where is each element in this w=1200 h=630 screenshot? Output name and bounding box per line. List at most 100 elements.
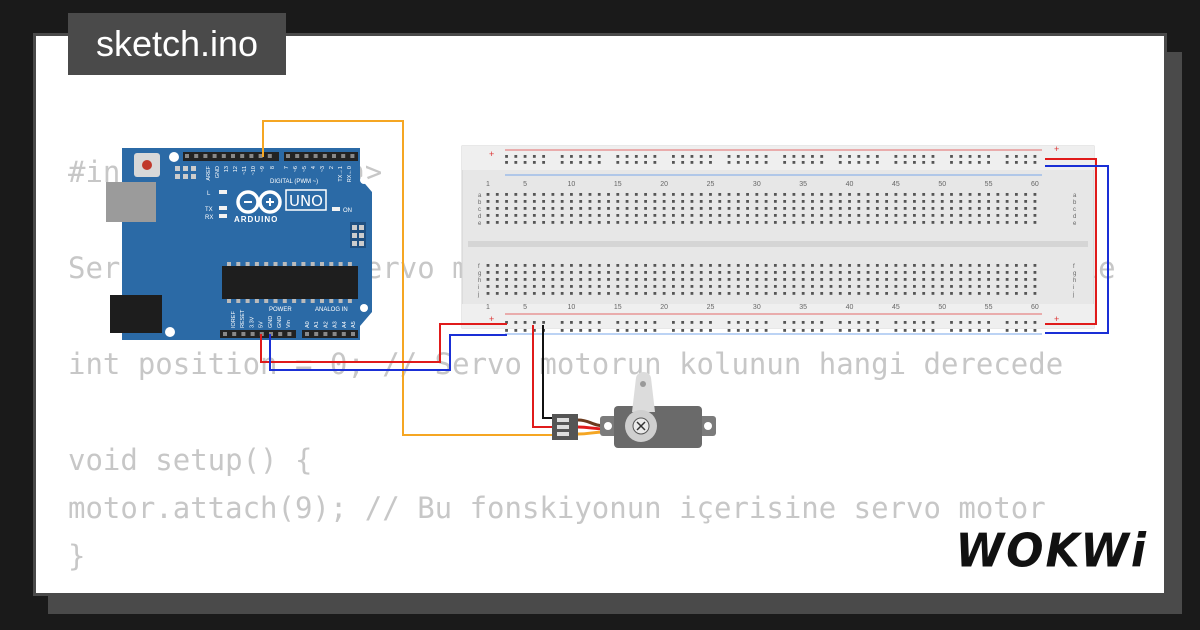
digital-pin-label: AREF [206, 165, 212, 180]
column-number: 25 [707, 181, 715, 188]
row-letter: f [478, 264, 480, 270]
code-line: int position = 0; // Servo motorun kolun… [68, 347, 1064, 381]
row-letter: b [478, 200, 482, 206]
arduino-brand-label: ARDUINO [234, 215, 278, 224]
digital-pin-label: 13 [224, 166, 230, 172]
rail-power-jumper[interactable] [1045, 158, 1097, 325]
row-letter: d [478, 214, 481, 220]
digital-pin-label: ~11 [242, 166, 248, 175]
row-letter: f [1073, 264, 1075, 270]
column-number: 45 [892, 181, 900, 188]
servo-horn[interactable] [632, 372, 655, 412]
power-pin-label: RESET [240, 309, 246, 328]
column-number: 5 [523, 181, 527, 188]
column-number: 1 [486, 181, 490, 188]
row-letter: i [478, 285, 479, 291]
led-l-label: L [207, 191, 211, 197]
atmega-chip [222, 266, 358, 299]
signal-wire[interactable] [262, 120, 552, 436]
wires [260, 120, 1109, 436]
code-line: } [68, 539, 86, 573]
digital-pin-label: ~3 [320, 166, 326, 172]
digital-pin-label: ~6 [293, 166, 299, 172]
digital-pin-label: ~10 [251, 166, 257, 175]
column-number: 55 [985, 181, 993, 188]
power-header-label: POWER [269, 307, 292, 313]
power-wire-5v[interactable] [260, 323, 507, 363]
icsp-header [175, 166, 196, 179]
led-rx-label: RX [205, 215, 213, 221]
digital-pin-label: RX←0 [347, 166, 353, 182]
analog-pin-label: A2 [323, 321, 329, 328]
analog-pin-label: A4 [342, 321, 348, 328]
row-letter: a [478, 193, 482, 199]
column-number: 20 [660, 181, 668, 188]
power-jack [110, 295, 162, 333]
column-number: 50 [938, 181, 946, 188]
column-number: 60 [1031, 304, 1039, 311]
column-number: 15 [614, 304, 622, 311]
row-letter: g [1073, 271, 1076, 277]
power-pin-label: GND [268, 316, 274, 328]
wokwi-logo: WOKWi [955, 524, 1148, 579]
code-line: motor.attach(9); // Bu fonskiyonun içeri… [68, 491, 1046, 525]
servo-ground-wire[interactable] [542, 325, 552, 419]
breadboard-holes [486, 155, 1037, 332]
digital-pin-label: TX→1 [338, 166, 344, 182]
column-number: 60 [1031, 181, 1039, 188]
digital-pin-label: 4 [311, 166, 317, 169]
digital-pin-label: 7 [284, 166, 290, 169]
icsp-header-right [352, 225, 364, 246]
code-line: void setup() { [68, 443, 313, 477]
analog-pin-label: A3 [333, 321, 339, 328]
rail-plus-label-bottom: + [489, 314, 494, 324]
rail-plus-label: + [489, 149, 494, 159]
led-tx-label: TX [205, 207, 213, 213]
uno-model-label: UNO [289, 192, 323, 210]
column-number: 10 [568, 304, 576, 311]
file-title-tab[interactable]: sketch.ino [68, 13, 286, 75]
servo-power-wire[interactable] [532, 325, 552, 428]
digital-pin-label: ~5 [302, 166, 308, 172]
analog-header-label: ANALOG IN [315, 307, 348, 313]
on-led-label: ON [343, 208, 352, 214]
rail-plus-label-right: + [1054, 144, 1059, 154]
column-number: 5 [523, 304, 527, 311]
digital-pin-label: ~9 [260, 166, 266, 172]
column-number: 15 [614, 181, 622, 188]
digital-pin-header[interactable] [185, 154, 355, 158]
column-number: 50 [938, 304, 946, 311]
column-number: 1 [486, 304, 490, 311]
breadboard-labels: 1155101015152020252530303535404045455050… [477, 181, 1077, 311]
digital-pin-label: 8 [270, 166, 276, 169]
column-number: 35 [799, 181, 807, 188]
servo-motor[interactable] [552, 372, 716, 448]
column-number: 30 [753, 181, 761, 188]
column-number: 40 [846, 304, 854, 311]
column-number: 10 [568, 181, 576, 188]
rail-ground-jumper[interactable] [1045, 165, 1109, 334]
power-pin-label: 3.3V [249, 316, 255, 328]
column-number: 20 [660, 304, 668, 311]
column-number: 55 [985, 304, 993, 311]
chip-legs [227, 262, 352, 303]
row-letter: j [1072, 292, 1074, 298]
breadboard[interactable]: 1155101015152020252530303535404045455050… [461, 144, 1095, 335]
row-letter: e [478, 221, 482, 227]
row-letter: b [1073, 200, 1077, 206]
digital-header-label: DIGITAL (PWM ~) [270, 179, 318, 185]
row-letter: c [1073, 207, 1076, 213]
ground-wire[interactable] [269, 334, 507, 371]
digital-pin-label: GND [215, 166, 221, 178]
row-letter: a [1073, 193, 1077, 199]
column-number: 40 [846, 181, 854, 188]
digital-pin-label: 12 [233, 166, 239, 172]
power-pin-header[interactable] [223, 332, 355, 336]
row-letter: j [477, 292, 479, 298]
row-letter: c [478, 207, 481, 213]
